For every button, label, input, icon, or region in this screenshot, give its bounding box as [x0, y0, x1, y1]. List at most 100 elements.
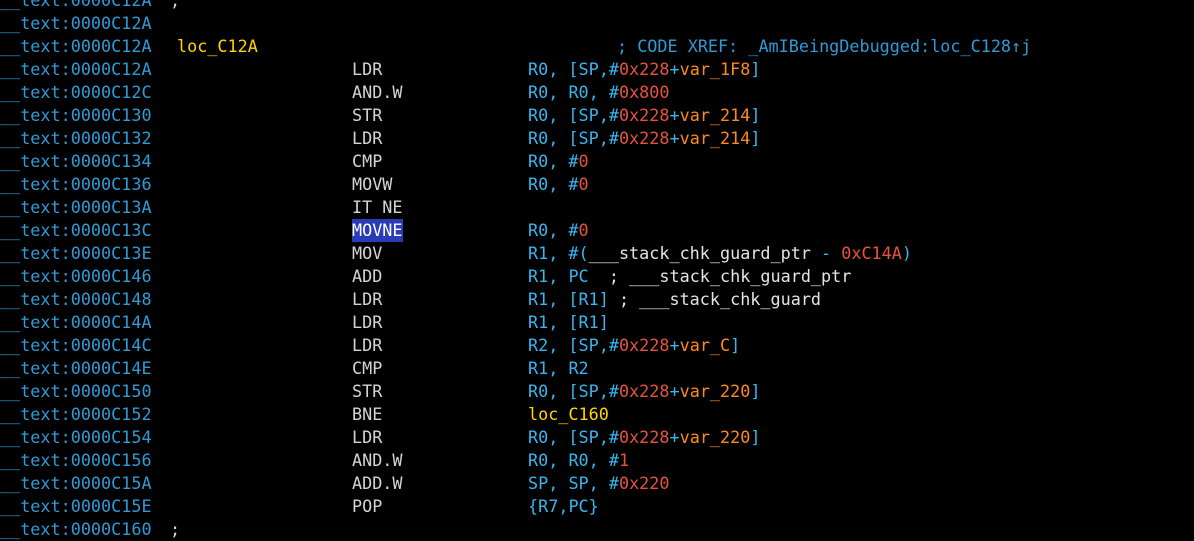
register-token[interactable]: R0 — [568, 450, 589, 470]
register-token[interactable]: R0 — [528, 174, 549, 194]
register-token[interactable]: R0 — [528, 128, 549, 148]
listing-line[interactable]: __text:0000C13C MOVNE R0, #0 — [0, 219, 1194, 242]
register-token[interactable]: SP — [578, 59, 599, 79]
address[interactable]: __text:0000C136 — [0, 174, 152, 194]
xref-comment[interactable]: ; CODE XREF: _AmIBeingDebugged:loc_C128↑… — [617, 36, 1032, 56]
address[interactable]: __text:0000C13A — [0, 197, 152, 217]
mnemonic[interactable]: CMP — [352, 358, 383, 378]
operands[interactable]: R0, #0 — [528, 150, 589, 173]
operands[interactable]: R1, PC ; ___stack_chk_guard_ptr — [528, 265, 851, 288]
address[interactable]: __text:0000C14E — [0, 358, 152, 378]
variable-token[interactable]: var_214 — [679, 128, 751, 148]
number-token[interactable]: 0x228 — [618, 335, 670, 355]
address[interactable]: __text:0000C12C — [0, 82, 152, 102]
address[interactable]: __text:0000C12A — [0, 13, 152, 33]
register-token[interactable]: R0 — [568, 82, 589, 102]
operands[interactable]: SP, SP, #0x220 — [528, 472, 670, 495]
register-token[interactable]: R1 — [578, 289, 599, 309]
listing-line[interactable]: __text:0000C12C AND.W R0, R0, #0x800 — [0, 81, 1194, 104]
code-label[interactable]: loc_C12A — [177, 36, 258, 56]
address[interactable]: __text:0000C148 — [0, 289, 152, 309]
register-token[interactable]: SP — [578, 128, 599, 148]
address[interactable]: __text:0000C154 — [0, 427, 152, 447]
register-token[interactable]: R2 — [568, 358, 589, 378]
number-token[interactable]: 0 — [578, 174, 589, 194]
register-token[interactable]: SP — [568, 473, 589, 493]
address[interactable]: __text:0000C13C — [0, 220, 152, 240]
listing-line[interactable]: __text:0000C13A IT NE — [0, 196, 1194, 219]
mnemonic[interactable]: STR — [352, 105, 383, 125]
variable-token[interactable]: var_C — [679, 335, 731, 355]
listing-line[interactable]: __text:0000C152 BNE loc_C160 — [0, 403, 1194, 426]
register-token[interactable]: SP — [578, 427, 599, 447]
variable-token[interactable]: var_220 — [679, 427, 751, 447]
operands[interactable]: R0, [SP,#0x228+var_214] — [528, 104, 760, 127]
number-token[interactable]: 0 — [578, 151, 589, 171]
selected-mnemonic[interactable]: MOVNE — [352, 219, 403, 242]
register-token[interactable]: SP — [578, 335, 599, 355]
mnemonic[interactable]: POP — [352, 496, 383, 516]
number-token[interactable]: 0xC14A — [841, 243, 902, 263]
operands[interactable]: R1, #(___stack_chk_guard_ptr - 0xC14A) — [528, 242, 912, 265]
address[interactable]: __text:0000C152 — [0, 404, 152, 424]
listing-line[interactable]: __text:0000C14E CMP R1, R2 — [0, 357, 1194, 380]
number-token[interactable]: 0x228 — [618, 381, 670, 401]
variable-token[interactable]: var_214 — [679, 105, 751, 125]
register-token[interactable]: R0 — [528, 381, 549, 401]
register-token[interactable]: R1 — [528, 289, 549, 309]
operands[interactable]: R0, R0, #1 — [528, 449, 629, 472]
register-token[interactable]: R7 — [538, 496, 559, 516]
mnemonic[interactable]: LDR — [352, 427, 383, 447]
register-token[interactable]: R1 — [578, 312, 599, 332]
operands[interactable]: R1, R2 — [528, 357, 589, 380]
mnemonic[interactable]: LDR — [352, 335, 383, 355]
address[interactable]: __text:0000C12A — [0, 0, 152, 10]
mnemonic[interactable]: AND.W — [352, 82, 403, 102]
operands[interactable]: {R7,PC} — [528, 495, 599, 518]
operands[interactable]: R0, R0, #0x800 — [528, 81, 670, 104]
address[interactable]: __text:0000C12A — [0, 59, 152, 79]
mnemonic[interactable]: BNE — [352, 404, 383, 424]
register-token[interactable]: SP — [578, 381, 599, 401]
number-token[interactable]: 0x228 — [618, 59, 670, 79]
variable-token[interactable]: var_220 — [679, 381, 751, 401]
mnemonic[interactable]: IT NE — [352, 197, 403, 217]
mnemonic[interactable]: LDR — [352, 289, 383, 309]
listing-line[interactable]: __text:0000C15E POP {R7,PC} — [0, 495, 1194, 518]
register-token[interactable]: R1 — [528, 358, 549, 378]
address[interactable]: __text:0000C134 — [0, 151, 152, 171]
number-token[interactable]: 0x800 — [618, 82, 670, 102]
register-token[interactable]: PC — [568, 496, 589, 516]
address[interactable]: __text:0000C15E — [0, 496, 152, 516]
address[interactable]: __text:0000C160 — [0, 519, 152, 539]
address[interactable]: __text:0000C150 — [0, 381, 152, 401]
register-token[interactable]: R0 — [528, 82, 549, 102]
operands[interactable]: R0, [SP,#0x228+var_220] — [528, 380, 760, 403]
mnemonic[interactable]: CMP — [352, 151, 383, 171]
listing-line[interactable]: __text:0000C160; — [0, 518, 1194, 541]
register-token[interactable]: R0 — [528, 59, 549, 79]
register-token[interactable]: R0 — [528, 105, 549, 125]
number-token[interactable]: 0x228 — [618, 128, 670, 148]
register-token[interactable]: R2 — [528, 335, 549, 355]
address[interactable]: __text:0000C14A — [0, 312, 152, 332]
operands[interactable]: loc_C160 — [528, 403, 609, 426]
listing-line[interactable]: __text:0000C12A — [0, 12, 1194, 35]
symbol-token[interactable]: ___stack_chk_guard_ptr — [588, 243, 811, 263]
operands[interactable]: R1, [R1] ; ___stack_chk_guard — [528, 288, 821, 311]
operands[interactable]: R2, [SP,#0x228+var_C] — [528, 334, 740, 357]
operands[interactable]: R0, [SP,#0x228+var_214] — [528, 127, 760, 150]
register-token[interactable]: SP — [578, 105, 599, 125]
mnemonic[interactable]: MOVW — [352, 174, 393, 194]
operands[interactable]: R0, #0 — [528, 219, 589, 242]
mnemonic[interactable]: AND.W — [352, 450, 403, 470]
address[interactable]: __text:0000C13E — [0, 243, 152, 263]
